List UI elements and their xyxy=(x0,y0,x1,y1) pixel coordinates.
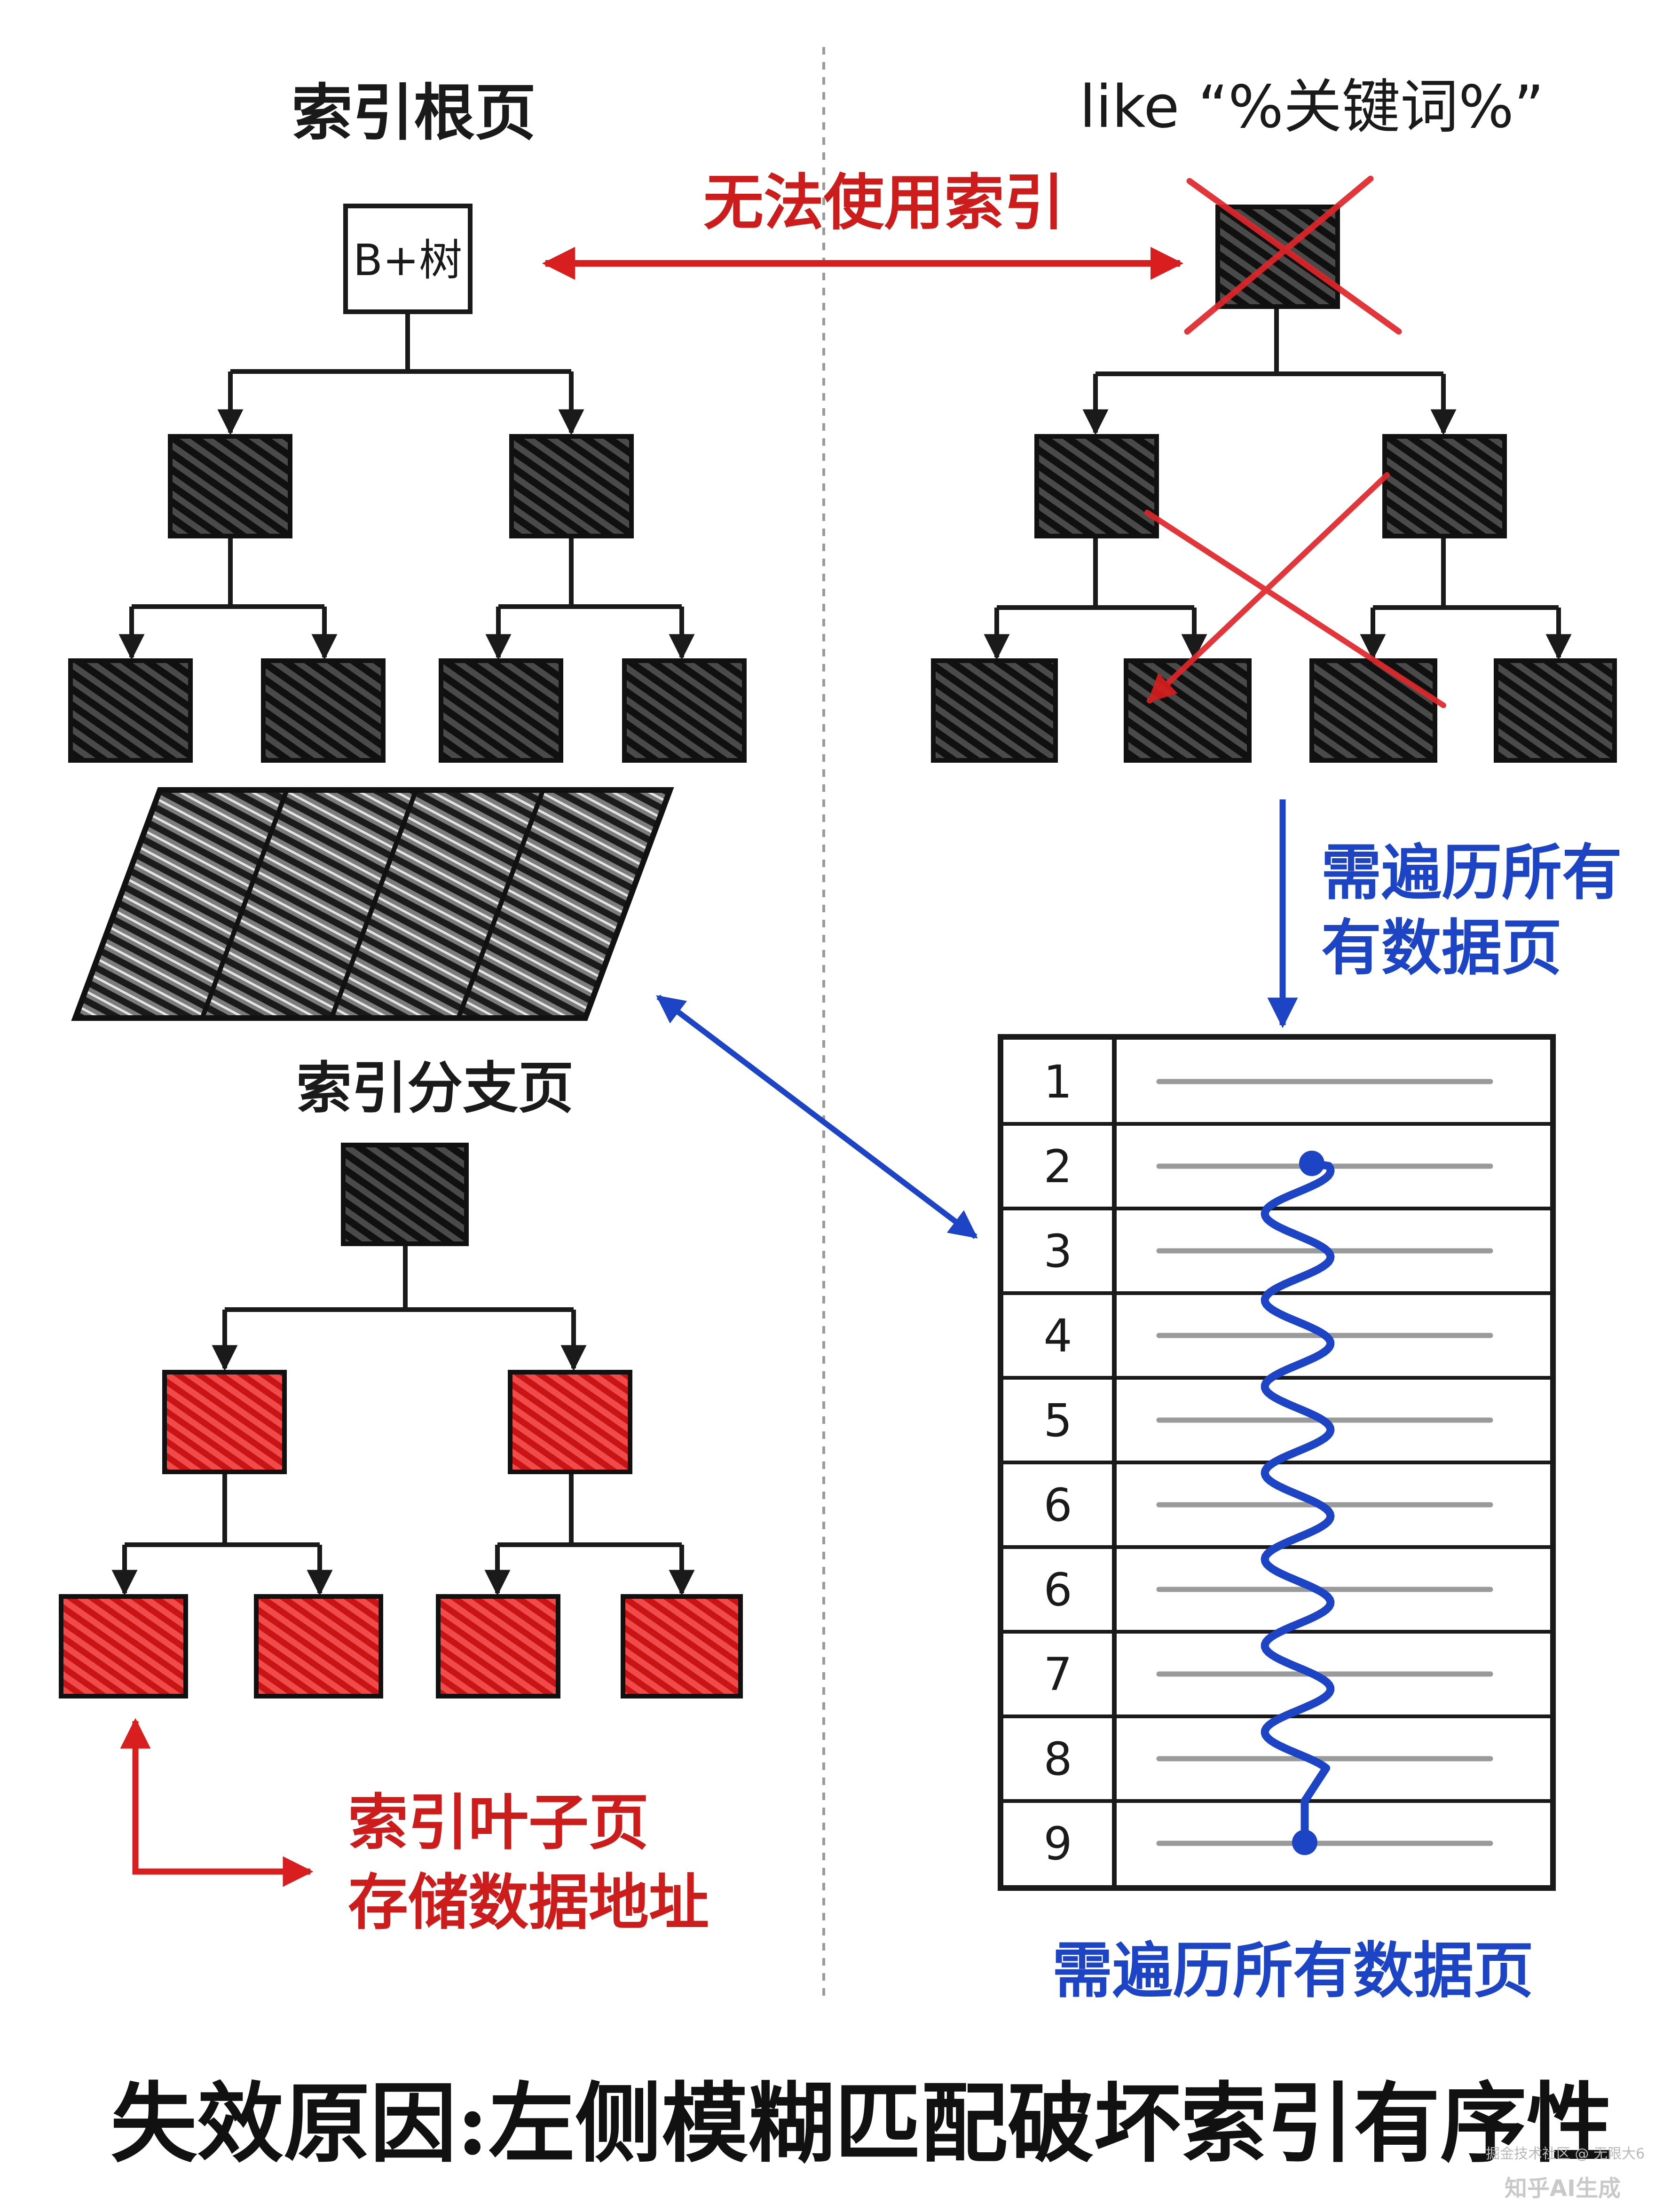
table-row-number: 2 xyxy=(1043,1140,1072,1193)
table-row-number: 1 xyxy=(1043,1056,1072,1108)
table-row-number: 6 xyxy=(1043,1564,1072,1616)
left-top-title: 索引根页 xyxy=(292,77,536,149)
left-top-tree: B+树 xyxy=(68,204,747,763)
red-branch-node xyxy=(162,1370,287,1474)
watermark-small: 掘金技术社区 @ 无限大6 xyxy=(1486,2146,1645,2162)
watermark-large: 知乎AI生成 xyxy=(1505,2175,1621,2202)
leaf-page-pointer-arrow xyxy=(120,1718,314,1887)
leaf-node xyxy=(1124,658,1252,763)
branch-root-node xyxy=(341,1143,469,1246)
leaf-data-band xyxy=(71,787,674,1021)
right-top-title: like “%关键词%” xyxy=(1080,73,1544,141)
leaf-page-label-line1: 索引叶子页 xyxy=(348,1788,649,1858)
red-leaf-node xyxy=(254,1594,383,1698)
footer-conclusion: 失效原因:左侧模糊匹配破坏索引有序性 xyxy=(110,2073,1613,2174)
right-top-tree xyxy=(931,175,1617,763)
leaf-page-label-line2: 存储数据地址 xyxy=(348,1868,709,1938)
table-row-number: 8 xyxy=(1043,1733,1072,1785)
leaf-node xyxy=(261,658,386,763)
table-row-number: 6 xyxy=(1043,1479,1072,1532)
branch-node xyxy=(1034,434,1159,538)
branch-node xyxy=(1382,434,1507,538)
scan-end-dot xyxy=(1292,1830,1317,1855)
red-leaf-node xyxy=(436,1594,560,1698)
table-row-number: 4 xyxy=(1043,1310,1072,1362)
leaf-node xyxy=(1309,658,1437,763)
branch-node xyxy=(509,434,634,538)
table-row-number: 9 xyxy=(1043,1817,1072,1870)
cannot-use-index-label: 无法使用索引 xyxy=(703,168,1064,238)
leaf-node xyxy=(622,658,747,763)
branch-cross-mark xyxy=(1144,472,1446,708)
scan-path xyxy=(1261,1159,1335,1847)
leaf-node xyxy=(1494,658,1617,763)
branch-node xyxy=(168,434,292,538)
leaf-node xyxy=(931,658,1058,763)
scan-all-label-line1: 需遍历所有 xyxy=(1321,838,1622,908)
root-cross-mark xyxy=(1184,175,1402,335)
table-row-number: 7 xyxy=(1043,1648,1072,1701)
root-node-label: B+树 xyxy=(353,235,462,285)
red-branch-node xyxy=(508,1370,632,1474)
left-bottom-tree xyxy=(59,1143,743,1698)
scan-all-label-line2: 有数据页 xyxy=(1321,913,1562,983)
table-row-number: 5 xyxy=(1043,1394,1072,1447)
scan-all-bottom-label: 需遍历所有数据页 xyxy=(1052,1936,1534,2006)
scan-start-dot xyxy=(1299,1151,1324,1176)
band-to-table-arrow xyxy=(656,995,978,1239)
red-leaf-node xyxy=(59,1594,188,1698)
red-leaf-node xyxy=(621,1594,743,1698)
leaf-node xyxy=(68,658,193,763)
table-row-number: 3 xyxy=(1043,1225,1072,1278)
branch-page-title: 索引分支页 xyxy=(296,1056,574,1121)
leaf-node xyxy=(439,658,563,763)
